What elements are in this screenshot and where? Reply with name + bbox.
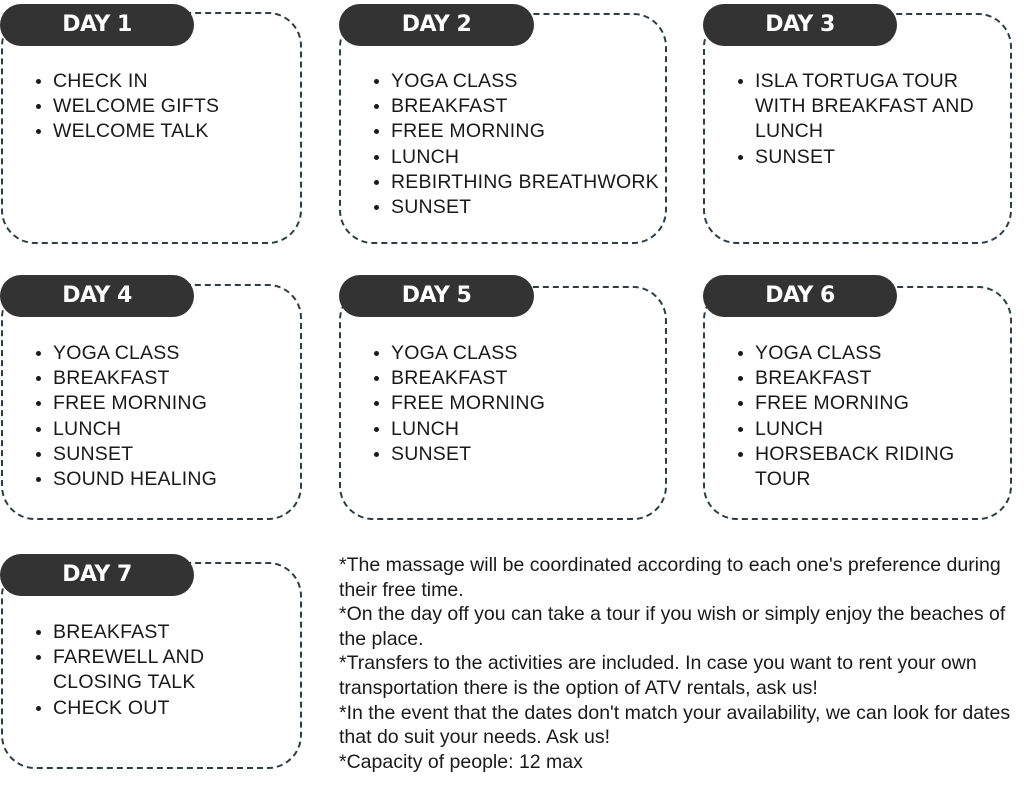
list-item: BREAKFAST (755, 366, 990, 391)
day-items-6: YOGA CLASS BREAKFAST FREE MORNING LUNCH … (733, 341, 990, 492)
note-massage: *The massage will be coordinated accordi… (339, 554, 1001, 601)
list-item: YOGA CLASS (53, 341, 313, 366)
day-items-4: YOGA CLASS BREAKFAST FREE MORNING LUNCH … (31, 341, 313, 492)
list-item: CHECK IN (53, 69, 308, 94)
day-items-3: ISLA TORTUGA TOUR WITH BREAKFAST AND LUN… (733, 69, 995, 170)
day-items-2: YOGA CLASS BREAKFAST FREE MORNING LUNCH … (369, 69, 687, 220)
list-item: SUNSET (53, 442, 313, 467)
list-item: REBIRTHING BREATHWORK (391, 170, 687, 195)
day-items-1: CHECK IN WELCOME GIFTS WELCOME TALK (31, 69, 308, 145)
list-item: FREE MORNING (391, 391, 681, 416)
list-item: SUNSET (755, 145, 995, 170)
list-item: FREE MORNING (53, 391, 313, 416)
list-item: ISLA TORTUGA TOUR WITH BREAKFAST AND LUN… (755, 69, 995, 145)
list-item: LUNCH (391, 417, 681, 442)
list-item: WELCOME GIFTS (53, 94, 308, 119)
notes-section: *The massage will be coordinated accordi… (339, 553, 1011, 774)
list-item: YOGA CLASS (755, 341, 990, 366)
list-item: BREAKFAST (391, 94, 687, 119)
list-item: FAREWELL AND CLOSING TALK (53, 645, 253, 695)
day-label-5: DAY 5 (339, 275, 534, 317)
day-label-3: DAY 3 (703, 4, 897, 46)
list-item: FREE MORNING (391, 119, 687, 144)
day-items-7: BREAKFAST FAREWELL AND CLOSING TALK CHEC… (31, 620, 253, 721)
list-item: YOGA CLASS (391, 341, 681, 366)
list-item: BREAKFAST (53, 366, 313, 391)
list-item: LUNCH (755, 417, 990, 442)
note-transfers: *Transfers to the activities are include… (339, 652, 977, 699)
day-label-2: DAY 2 (339, 4, 534, 46)
list-item: SOUND HEALING (53, 467, 313, 492)
list-item: YOGA CLASS (391, 69, 687, 94)
list-item: BREAKFAST (53, 620, 253, 645)
list-item: HORSEBACK RIDING TOUR (755, 442, 990, 492)
note-dates: *In the event that the dates don't match… (339, 701, 1011, 749)
day-label-1: DAY 1 (0, 4, 194, 46)
day-items-5: YOGA CLASS BREAKFAST FREE MORNING LUNCH … (369, 341, 681, 467)
list-item: SUNSET (391, 442, 681, 467)
list-item: CHECK OUT (53, 696, 253, 721)
list-item: LUNCH (391, 145, 687, 170)
list-item: WELCOME TALK (53, 119, 308, 144)
day-label-6: DAY 6 (703, 275, 897, 317)
day-label-4: DAY 4 (0, 275, 194, 317)
note-day-off: *On the day off you can take a tour if y… (339, 603, 1006, 650)
list-item: LUNCH (53, 417, 313, 442)
list-item: FREE MORNING (755, 391, 990, 416)
list-item: SUNSET (391, 195, 687, 220)
list-item: BREAKFAST (391, 366, 681, 391)
note-capacity: *Capacity of people: 12 max (339, 750, 583, 773)
day-label-7: DAY 7 (0, 554, 194, 596)
